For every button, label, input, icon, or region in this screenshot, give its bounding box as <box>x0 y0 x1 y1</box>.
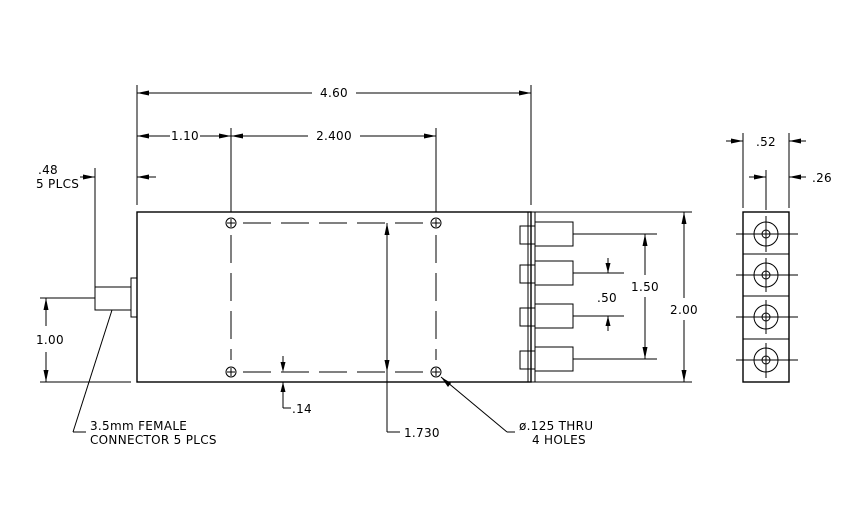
hole-note-line1: ø.125 THRU <box>519 419 593 433</box>
dim-connector-height: 1.00 <box>36 298 131 383</box>
side-port <box>736 216 798 252</box>
dim-hole-spacing-x-label: 2.400 <box>316 129 352 143</box>
dim-port-span-label: 1.50 <box>631 280 659 294</box>
dim-port-pitch: .50 <box>597 258 617 331</box>
side-port <box>736 300 798 334</box>
dim-overall-height: 2.00 <box>535 211 698 383</box>
dim-hole-edge-offset-label: .14 <box>292 402 312 416</box>
output-connector <box>519 303 624 329</box>
connector-note-line1: 3.5mm FEMALE <box>90 419 187 433</box>
dim-port-span: 1.50 <box>631 234 659 359</box>
connector-note-line2: CONNECTOR 5 PLCS <box>90 433 217 447</box>
dim-port-pitch-label: .50 <box>597 291 617 305</box>
dim-hole-edge-offset: .14 <box>280 356 312 416</box>
output-connector <box>519 221 657 247</box>
dim-hole-spacing-y: 1.730 <box>384 223 440 440</box>
output-connector <box>519 260 624 286</box>
dim-overall-height-label: 2.00 <box>670 303 698 317</box>
dim-connector-length: .48 5 PLCS <box>36 163 156 287</box>
mounting-hole <box>430 217 442 229</box>
input-connector <box>40 277 138 318</box>
dim-connector-height-label: 1.00 <box>36 333 64 347</box>
dim-side-width: .52 <box>726 133 806 208</box>
dim-overall-length-label: 4.60 <box>320 86 348 100</box>
dim-side-offset: .26 <box>749 170 832 210</box>
hole-note-line2: 4 HOLES <box>532 433 586 447</box>
hole-pattern-outline <box>230 222 437 373</box>
mounting-hole <box>225 366 237 378</box>
side-port <box>736 343 798 378</box>
dim-side-width-label: .52 <box>756 135 776 149</box>
main-body <box>136 211 536 383</box>
mounting-hole <box>430 366 442 378</box>
dim-hole-offset-label: 1.10 <box>171 129 199 143</box>
dim-connector-count-label: 5 PLCS <box>36 177 79 191</box>
output-connector <box>519 346 657 372</box>
dim-hole-offset: 1.10 <box>137 128 437 212</box>
side-view <box>742 211 790 383</box>
dim-hole-spacing-y-label: 1.730 <box>404 426 440 440</box>
connector-note: 3.5mm FEMALE CONNECTOR 5 PLCS <box>72 309 217 447</box>
mounting-hole <box>225 217 237 229</box>
dim-overall-length: 4.60 <box>136 85 532 205</box>
dim-connector-length-label: .48 <box>38 163 58 177</box>
dim-side-offset-label: .26 <box>812 171 832 185</box>
hole-note: ø.125 THRU 4 HOLES <box>440 376 593 447</box>
side-port <box>736 258 798 292</box>
dim-hole-spacing-x: 2.400 <box>231 129 436 143</box>
